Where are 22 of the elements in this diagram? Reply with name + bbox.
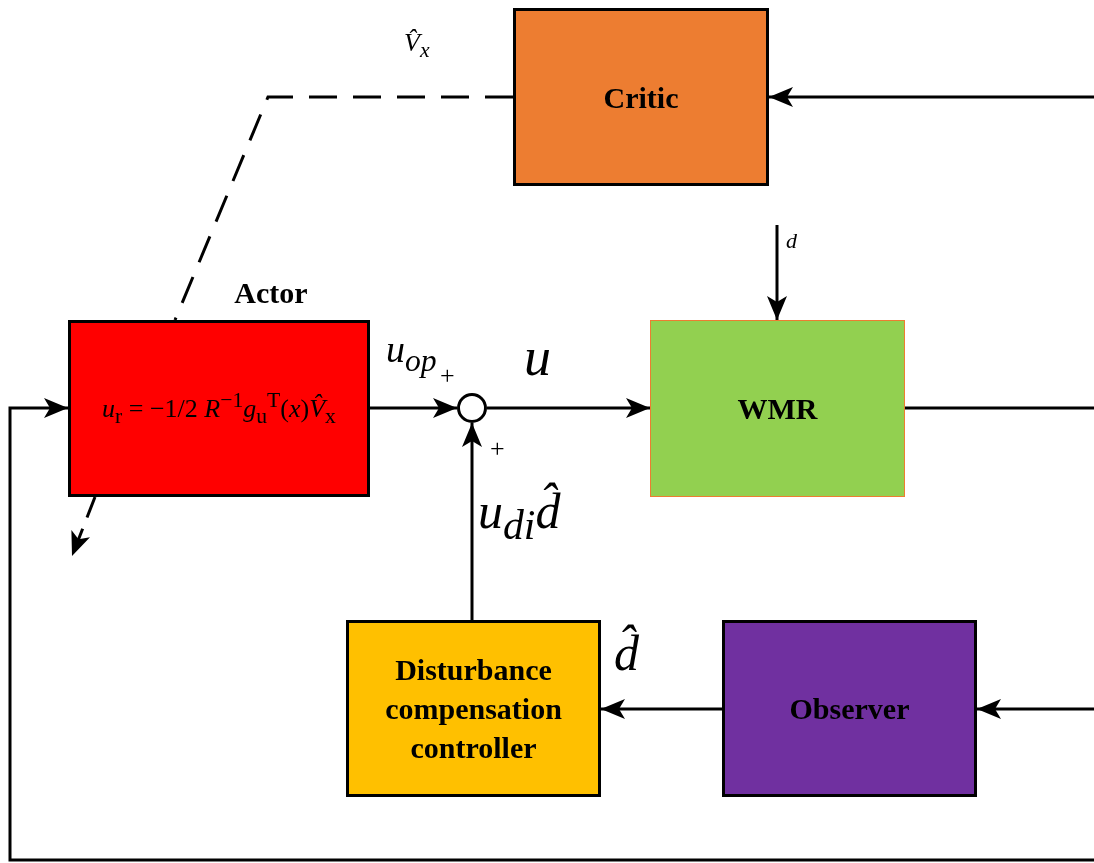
arrow (370, 398, 457, 418)
compensation-controller-box (346, 620, 601, 797)
block-label: Disturbance compensation controller (384, 652, 563, 766)
critic-box (513, 8, 769, 186)
arrow (601, 699, 722, 719)
arrow (977, 699, 1094, 719)
block-label: Critic (602, 79, 680, 116)
arrow (462, 423, 482, 620)
summing-junction (457, 393, 487, 423)
arrow (767, 225, 787, 320)
arrow (8, 398, 1094, 862)
observer-box (722, 620, 977, 797)
arrow (487, 398, 650, 418)
dashed-connector (173, 95, 513, 321)
block-label: Observer (788, 691, 911, 727)
block-heading: Actor (233, 275, 309, 311)
block-label: WMR (736, 391, 819, 427)
wmr-box (650, 320, 905, 497)
control-law-formula: u$_{r}$ = −1/2 R$^{−1}$g$_{u}$$^{T}$(x)V̂$_{x}$ (102, 388, 336, 429)
arrow (769, 87, 1094, 107)
sign-label: + (440, 363, 455, 389)
sign-label: + (490, 436, 505, 462)
